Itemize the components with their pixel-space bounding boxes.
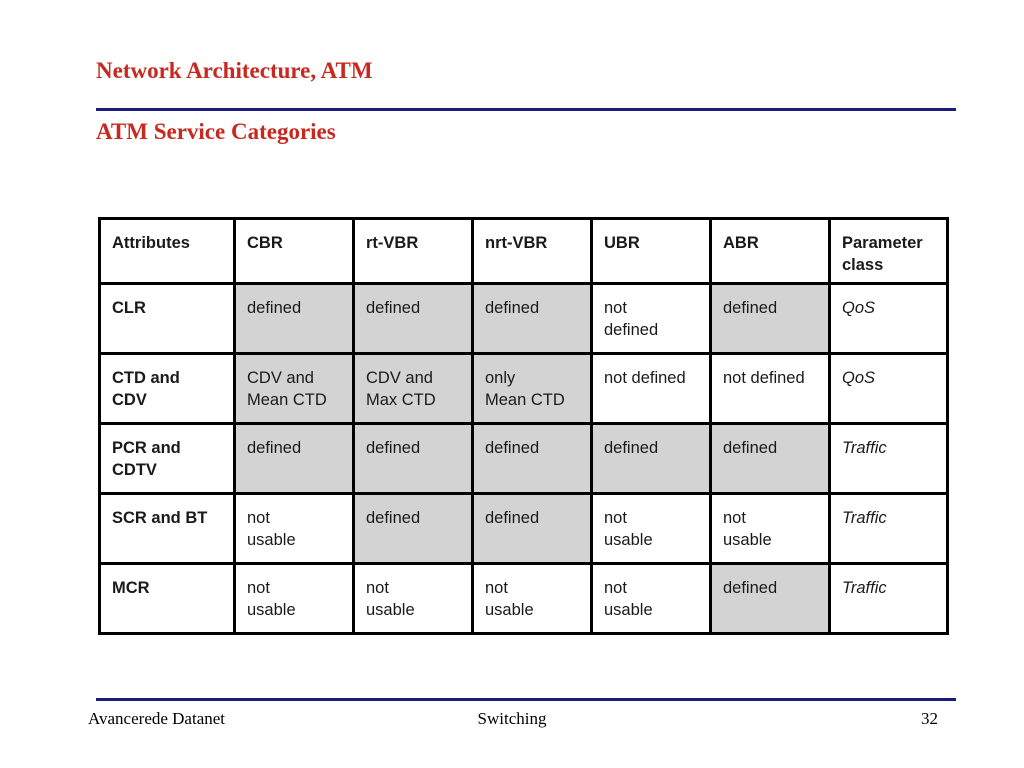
table-cell: defined	[709, 562, 831, 635]
table-cell: not usable	[709, 492, 831, 565]
table-cell: not usable	[352, 562, 474, 635]
table-cell: defined	[352, 282, 474, 355]
header-nrt-vbr: nrt-VBR	[471, 217, 593, 285]
header-divider	[96, 108, 956, 111]
row-attribute-clr: CLR	[98, 282, 236, 355]
table-cell: defined	[471, 282, 593, 355]
table-cell: CDV and Max CTD	[352, 352, 474, 425]
table-row: PCR and CDTV defined defined defined def…	[98, 422, 949, 495]
table-cell: defined	[352, 422, 474, 495]
table-row: MCR not usable not usable not usable not…	[98, 562, 949, 635]
footer-topic: Switching	[477, 709, 547, 728]
table-cell: not usable	[233, 492, 355, 565]
table-cell: not defined	[590, 282, 712, 355]
table-header-row: Attributes CBR rt-VBR nrt-VBR UBR ABR Pa…	[98, 217, 949, 285]
table-cell: defined	[590, 422, 712, 495]
table-cell: defined	[352, 492, 474, 565]
row-attribute-ctd-cdv: CTD and CDV	[98, 352, 236, 425]
table-cell: defined	[233, 282, 355, 355]
row-attribute-mcr: MCR	[98, 562, 236, 635]
table-cell: not defined	[709, 352, 831, 425]
param-class-cell: Traffic	[828, 422, 949, 495]
table-cell: not usable	[590, 492, 712, 565]
header-attributes: Attributes	[98, 217, 236, 285]
table-cell: not usable	[471, 562, 593, 635]
slide-subtitle: ATM Service Categories	[96, 119, 336, 144]
param-class-cell: Traffic	[828, 562, 949, 635]
row-attribute-pcr-cdtv: PCR and CDTV	[98, 422, 236, 495]
table-cell: defined	[471, 422, 593, 495]
table-cell: CDV and Mean CTD	[233, 352, 355, 425]
table-cell: not defined	[590, 352, 712, 425]
table-cell: not usable	[233, 562, 355, 635]
header-cbr: CBR	[233, 217, 355, 285]
param-class-cell: QoS	[828, 282, 949, 355]
footer-course-name: Avancerede Datanet	[88, 709, 226, 728]
table-cell: defined	[233, 422, 355, 495]
table-row: SCR and BT not usable defined defined no…	[98, 492, 949, 565]
param-class-cell: QoS	[828, 352, 949, 425]
header-rt-vbr: rt-VBR	[352, 217, 474, 285]
table-cell: defined	[709, 422, 831, 495]
table-row: CLR defined defined defined not defined …	[98, 282, 949, 355]
header-parameter-class: Parameter class	[828, 217, 949, 285]
table-cell: only Mean CTD	[471, 352, 593, 425]
header-abr: ABR	[709, 217, 831, 285]
table-cell: defined	[471, 492, 593, 565]
table-row: CTD and CDV CDV and Mean CTD CDV and Max…	[98, 352, 949, 425]
page-number: 32	[921, 709, 938, 728]
footer-divider	[96, 698, 956, 701]
table-cell: not usable	[590, 562, 712, 635]
param-class-cell: Traffic	[828, 492, 949, 565]
slide-title: Network Architecture, ATM	[96, 58, 373, 83]
table-cell: defined	[709, 282, 831, 355]
header-ubr: UBR	[590, 217, 712, 285]
row-attribute-scr-bt: SCR and BT	[98, 492, 236, 565]
service-categories-table: Attributes CBR rt-VBR nrt-VBR UBR ABR Pa…	[98, 217, 949, 635]
